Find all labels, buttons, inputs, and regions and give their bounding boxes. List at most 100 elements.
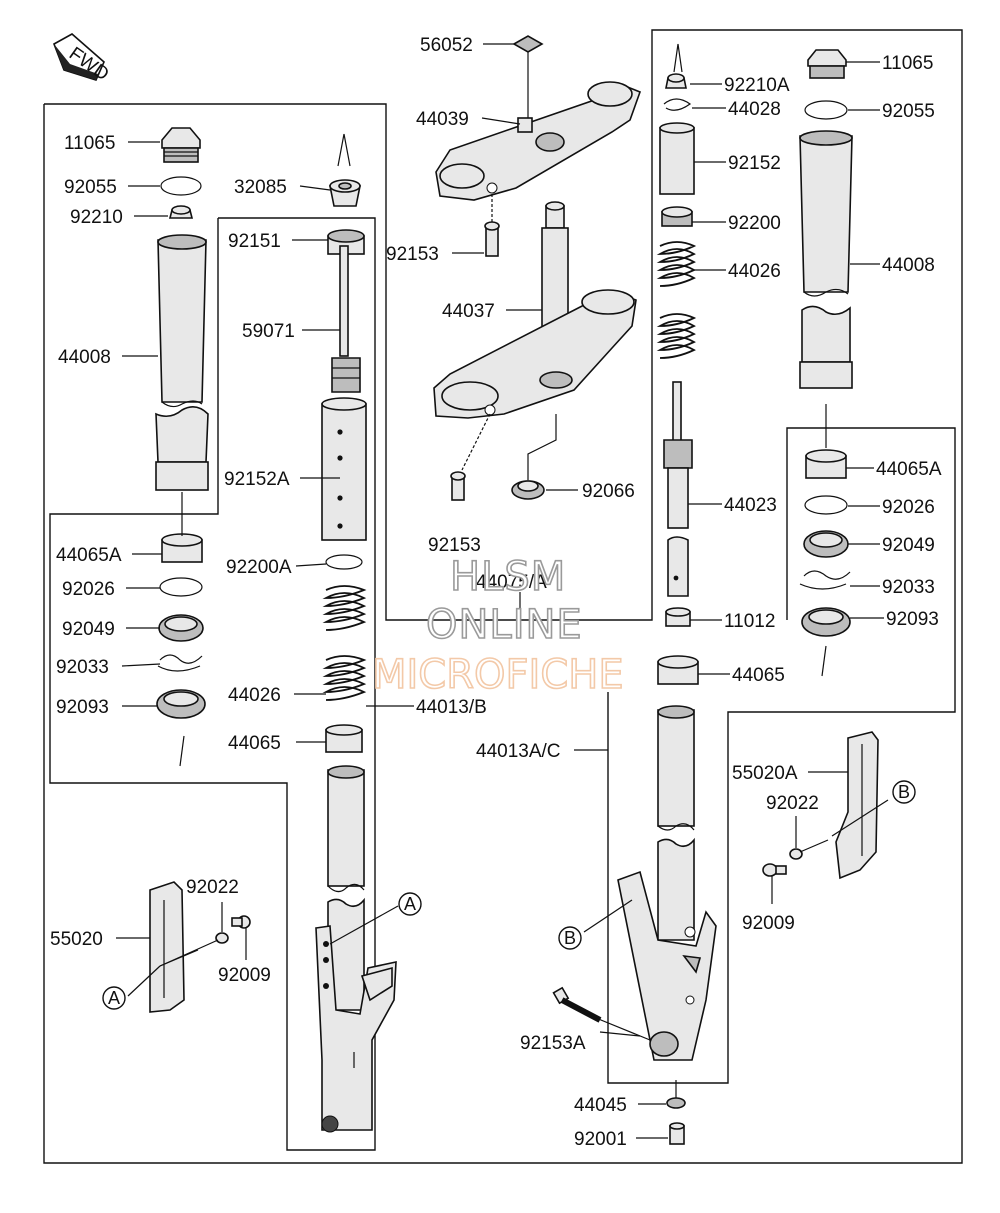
label-56052: 56052 — [420, 35, 473, 56]
label-92093-right: 92093 — [886, 609, 939, 630]
watermark: HLSM ONLINE MICROFICHE — [371, 553, 624, 699]
callout-circle-a-left: A — [102, 986, 126, 1010]
label-44008-left: 44008 — [58, 347, 111, 368]
label-44045: 44045 — [574, 1095, 627, 1116]
label-plate — [512, 35, 544, 53]
label-44008-right: 44008 — [882, 255, 935, 276]
label-92153A: 92153A — [520, 1033, 586, 1054]
label-55020: 55020 — [50, 929, 103, 950]
label-92153-bottom: 92153 — [428, 535, 481, 556]
label-92151: 92151 — [228, 231, 281, 252]
label-92055-left: 92055 — [64, 177, 117, 198]
bolt-92153-top — [484, 221, 500, 257]
seal-92066 — [511, 480, 545, 500]
damper-rod-59071 — [331, 245, 361, 393]
washer-92022-left — [215, 932, 229, 944]
bolt-92009-right — [762, 863, 787, 877]
label-92066: 92066 — [582, 481, 635, 502]
leader-lines — [116, 43, 889, 1139]
label-92200: 92200 — [728, 213, 781, 234]
label-92033-left: 92033 — [56, 657, 109, 678]
bolt-92153-bottom — [450, 471, 466, 501]
callout-circle-b-right: B — [892, 780, 916, 804]
label-92210A: 92210A — [724, 75, 790, 96]
bush-11012 — [665, 607, 691, 627]
o-ring-left — [160, 176, 202, 196]
fork-guard-right — [835, 731, 879, 880]
nut-92210A — [665, 73, 687, 89]
label-44065-left: 44065 — [228, 733, 281, 754]
label-92152: 92152 — [728, 153, 781, 174]
callout-a-fork-label: A — [404, 894, 416, 914]
watermark-line2: ONLINE — [426, 602, 583, 648]
bush-44065A-right — [805, 449, 847, 479]
label-44037: 44037 — [442, 301, 495, 322]
washer-92200A — [325, 554, 363, 570]
label-11065-right: 11065 — [882, 53, 933, 74]
label-44065A-right: 44065A — [876, 459, 942, 480]
part-92151 — [327, 229, 365, 255]
label-44026-right: 44026 — [728, 261, 781, 282]
label-92200A: 92200A — [226, 557, 292, 578]
label-44065A-left: 44065A — [56, 545, 122, 566]
label-92026-left: 92026 — [62, 579, 115, 600]
label-44065-right: 44065 — [732, 665, 785, 686]
label-92049-left: 92049 — [62, 619, 115, 640]
fork-leg-right — [617, 705, 717, 1061]
label-44075A: 44075/A — [476, 572, 547, 593]
watermark-line1: HLSM — [450, 554, 566, 600]
fork-guard-left — [149, 881, 185, 1013]
label-92210-left: 92210 — [70, 207, 123, 228]
spring-left — [322, 585, 367, 701]
bush-44065-left — [325, 724, 363, 753]
label-92026-right: 92026 — [882, 497, 935, 518]
label-44013AC: 44013A/C — [476, 741, 561, 762]
pipe-92152A — [321, 397, 367, 541]
bolt-92153A — [552, 986, 602, 1023]
callout-a-left-label: A — [108, 988, 120, 1008]
label-32085: 32085 — [234, 177, 287, 198]
callout-circle-a-fork: A — [398, 892, 422, 916]
steering-parts — [433, 35, 642, 620]
watermark-line3: MICROFICHE — [372, 652, 624, 698]
label-44023: 44023 — [724, 495, 777, 516]
upper-bracket — [435, 81, 642, 201]
label-44013B: 44013/B — [416, 697, 487, 718]
label-92022-right: 92022 — [766, 793, 819, 814]
label-92152A: 92152A — [224, 469, 290, 490]
label-92001: 92001 — [574, 1129, 627, 1150]
damper-44023 — [663, 381, 693, 597]
seal-92049-left — [158, 614, 204, 642]
callout-b-fork-label: B — [564, 928, 576, 948]
clip-44028 — [663, 98, 692, 111]
bush-44065-right — [657, 655, 699, 685]
bush-left — [161, 533, 203, 563]
outer-tube-left — [155, 234, 209, 491]
washer-92022-right — [789, 848, 803, 860]
stem-bracket — [433, 201, 637, 419]
fwd-arrow-icon: FWD — [53, 33, 112, 85]
label-55020A: 55020A — [732, 763, 798, 784]
label-44039: 44039 — [416, 109, 469, 130]
label-59071: 59071 — [242, 321, 295, 342]
label-11012: 11012 — [724, 611, 775, 632]
seal-92049-right — [803, 530, 849, 558]
right-fork-parts — [552, 43, 879, 1145]
o-ring-right — [804, 100, 848, 120]
bolt-92001 — [669, 1122, 685, 1145]
collar-92200 — [661, 206, 693, 227]
pipe-92152 — [659, 122, 695, 195]
part-number-labels: 56052 44039 92153 44037 92153 92066 4407… — [50, 35, 942, 1150]
label-92049-right: 92049 — [882, 535, 935, 556]
washer-92026-right — [804, 495, 848, 515]
label-92033-right: 92033 — [882, 577, 935, 598]
callout-circle-b-fork: B — [558, 926, 582, 950]
cap-bolt-right — [807, 49, 847, 79]
label-92009-right: 92009 — [742, 913, 795, 934]
left-fork-parts — [149, 127, 397, 1133]
bolt-92009-left — [231, 915, 251, 929]
clip-92033-right — [799, 570, 851, 590]
label-44026-left: 44026 — [228, 685, 281, 706]
dust-seal-right — [801, 607, 851, 637]
